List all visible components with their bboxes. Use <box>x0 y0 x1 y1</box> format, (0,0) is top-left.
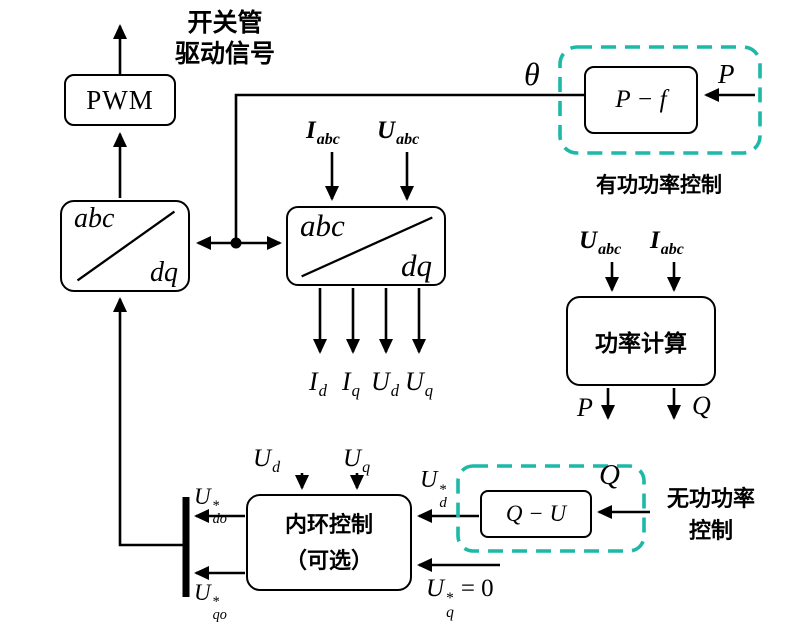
u-do-ref-label: U*do <box>194 484 227 527</box>
inner-loop-label-line1: 内环控制 <box>284 512 373 538</box>
dq-label: dq <box>401 248 432 283</box>
p-output-label: P <box>577 393 593 422</box>
diagonal-line <box>301 216 433 278</box>
pwm-label: PWM <box>86 84 154 115</box>
drive-signal-line1: 开关管 <box>187 9 263 37</box>
reactive-power-caption: 无功功率 控制 <box>656 483 766 547</box>
u-q-ref-zero-label: U*q= 0 <box>426 575 494 621</box>
reactive-power-caption-line2: 控制 <box>688 517 733 543</box>
junction-dot <box>230 237 242 249</box>
q-output-label: Q <box>692 391 711 420</box>
p-f-droop-block: P − f <box>584 66 698 134</box>
diagonal-line <box>76 210 176 282</box>
u-d-innerloop-input-label: Ud <box>253 445 281 476</box>
i-q-output-label: Iq <box>342 367 360 400</box>
pwm-block: PWM <box>64 74 176 126</box>
u-q-output-label: Uq <box>405 367 434 400</box>
drive-signal-label: 开关管 驱动信号 <box>158 8 292 71</box>
dq-label: dq <box>150 257 178 288</box>
abc-dq-transform-mid: abc dq <box>286 206 446 286</box>
wire-feedback-to-abcdq <box>113 297 184 547</box>
p-f-label: P − f <box>615 86 667 113</box>
reactive-power-control-dashed-box <box>456 464 646 553</box>
q-u-droop-block: Q − U <box>480 490 592 538</box>
abc-label: abc <box>300 208 345 243</box>
i-d-output-label: Id <box>309 367 327 400</box>
drive-signal-line2: 驱动信号 <box>174 40 275 69</box>
abc-dq-transform-left: abc dq <box>60 200 190 292</box>
reactive-power-caption-line1: 无功功率 <box>666 486 755 511</box>
u-d-ref-label: U*d <box>420 467 447 511</box>
u-qo-ref-label: U*qo <box>194 580 227 623</box>
theta-label: θ <box>524 56 540 92</box>
power-calculation-label: 功率计算 <box>595 330 687 356</box>
i-abc-powercalc-label: Iabc <box>650 227 684 258</box>
q-input-label: Q <box>599 459 620 491</box>
inner-loop-control-block: 内环控制 （可选） <box>246 494 412 591</box>
power-calculation-block: 功率计算 <box>566 296 716 386</box>
u-d-output-label: Ud <box>371 367 400 400</box>
p-input-label: P <box>718 59 735 89</box>
active-power-control-dashed-box <box>558 45 762 155</box>
inner-loop-label-line2: （可选） <box>284 547 373 573</box>
u-abc-input-label: Uabc <box>377 117 420 148</box>
q-u-label: Q − U <box>505 501 567 526</box>
i-abc-input-label: Iabc <box>306 117 340 148</box>
abc-label: abc <box>74 203 115 234</box>
wire-theta <box>234 93 584 240</box>
u-q-innerloop-input-label: Uq <box>343 445 371 476</box>
active-power-caption: 有功功率控制 <box>596 174 722 197</box>
u-abc-powercalc-label: Uabc <box>579 227 622 258</box>
